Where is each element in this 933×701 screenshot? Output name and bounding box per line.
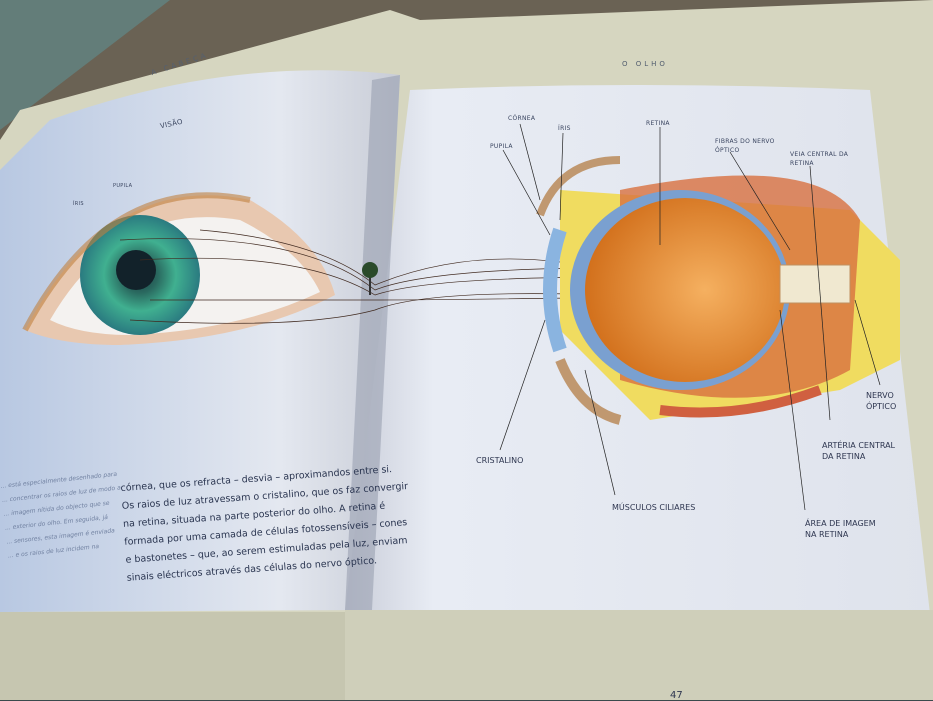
body-paragraph: córnea, que os refracta – desvia – aprox… bbox=[120, 464, 409, 584]
label-cristalino: CRISTALINO bbox=[476, 456, 524, 465]
side-text: ... está especialmente desenhado para...… bbox=[0, 470, 122, 560]
tree-icon bbox=[362, 262, 378, 295]
label-area: ÁREA DE IMAGEM NA RETINA bbox=[805, 519, 876, 539]
label-musculos: MÚSCULOS CILIARES bbox=[612, 503, 696, 512]
label-cornea: CÓRNEA bbox=[508, 115, 536, 122]
label-fibras: FIBRAS DO NERVO ÓPTICO bbox=[715, 138, 775, 154]
label-veia: VEIA CENTRAL DA RETINA bbox=[790, 151, 849, 167]
label-pupila: PUPILA bbox=[490, 143, 513, 150]
page-number: 47 bbox=[670, 690, 683, 701]
eye-label-pupila: PUPILA bbox=[113, 183, 133, 189]
eye-illustration bbox=[22, 192, 335, 345]
eye-cross-section bbox=[536, 156, 900, 425]
label-iris: ÍRIS bbox=[558, 125, 571, 132]
right-running-header: O OLHO bbox=[622, 60, 668, 68]
label-arteria: ARTÉRIA CENTRAL DA RETINA bbox=[822, 441, 895, 461]
leader-lines bbox=[499, 123, 881, 511]
label-retina: RETINA bbox=[646, 120, 670, 127]
label-nervo: NERVO ÓPTICO bbox=[866, 391, 897, 411]
eye-label-iris: ÍRIS bbox=[73, 201, 84, 207]
